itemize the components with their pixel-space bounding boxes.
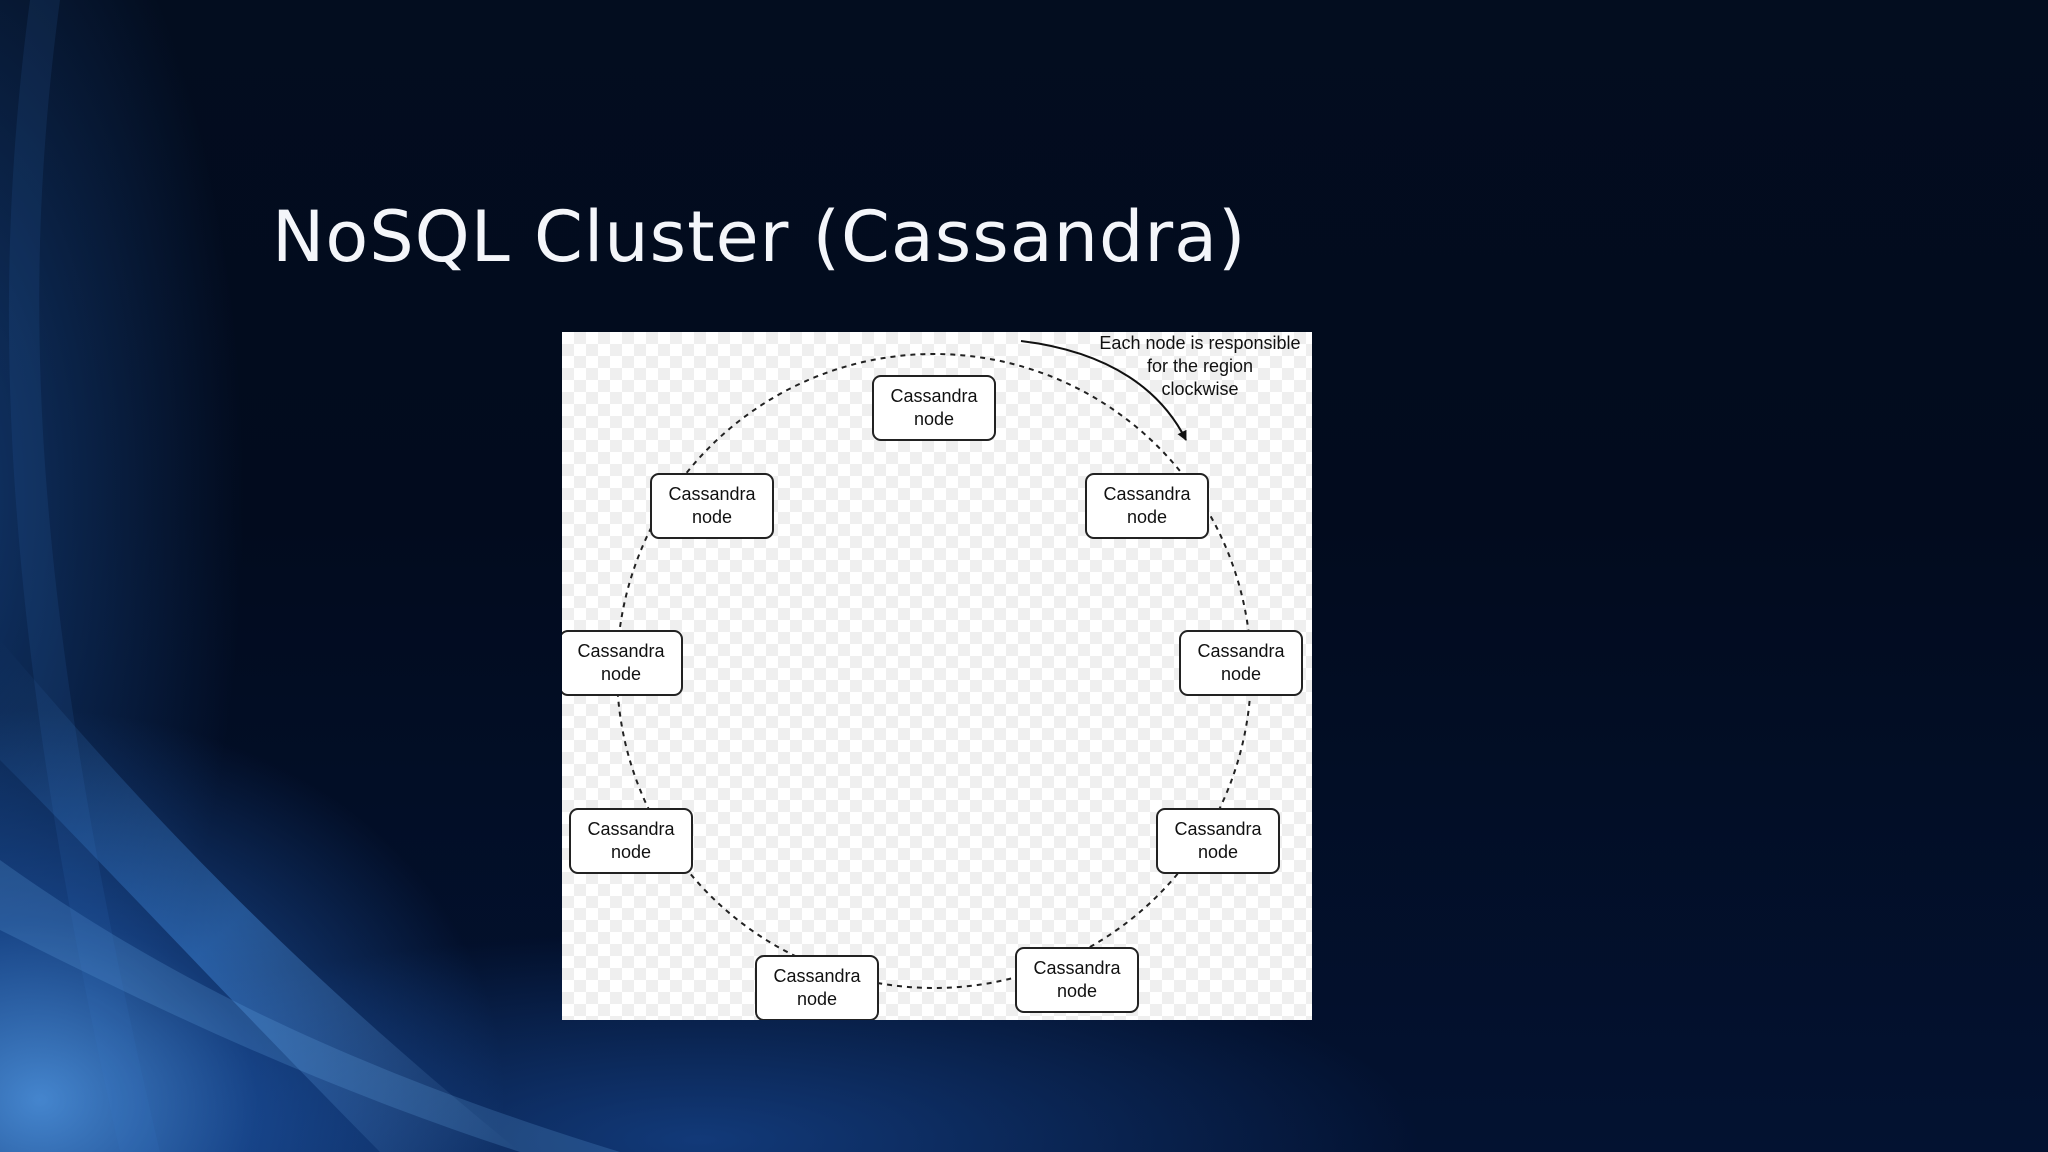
cassandra-node-left: Cassandra node <box>562 630 683 696</box>
slide-title: NoSQL Cluster (Cassandra) <box>272 196 1247 278</box>
clockwise-annotation: Each node is responsible for the region … <box>1099 333 1301 399</box>
cassandra-node-bottom-left: Cassandra node <box>755 955 879 1020</box>
cassandra-node-bottom-right: Cassandra node <box>1015 947 1139 1013</box>
cassandra-node-top: Cassandra node <box>872 375 996 441</box>
cassandra-node-right: Cassandra node <box>1179 630 1303 696</box>
cassandra-ring-diagram: Cassandra node Cassandra node Cassandra … <box>562 332 1312 1020</box>
cassandra-node-lower-right: Cassandra node <box>1156 808 1280 874</box>
ring-circle <box>616 353 1252 989</box>
clockwise-arrow <box>1020 340 1187 441</box>
cassandra-node-top-right: Cassandra node <box>1085 473 1209 539</box>
cassandra-node-lower-left: Cassandra node <box>569 808 693 874</box>
cassandra-node-top-left: Cassandra node <box>650 473 774 539</box>
